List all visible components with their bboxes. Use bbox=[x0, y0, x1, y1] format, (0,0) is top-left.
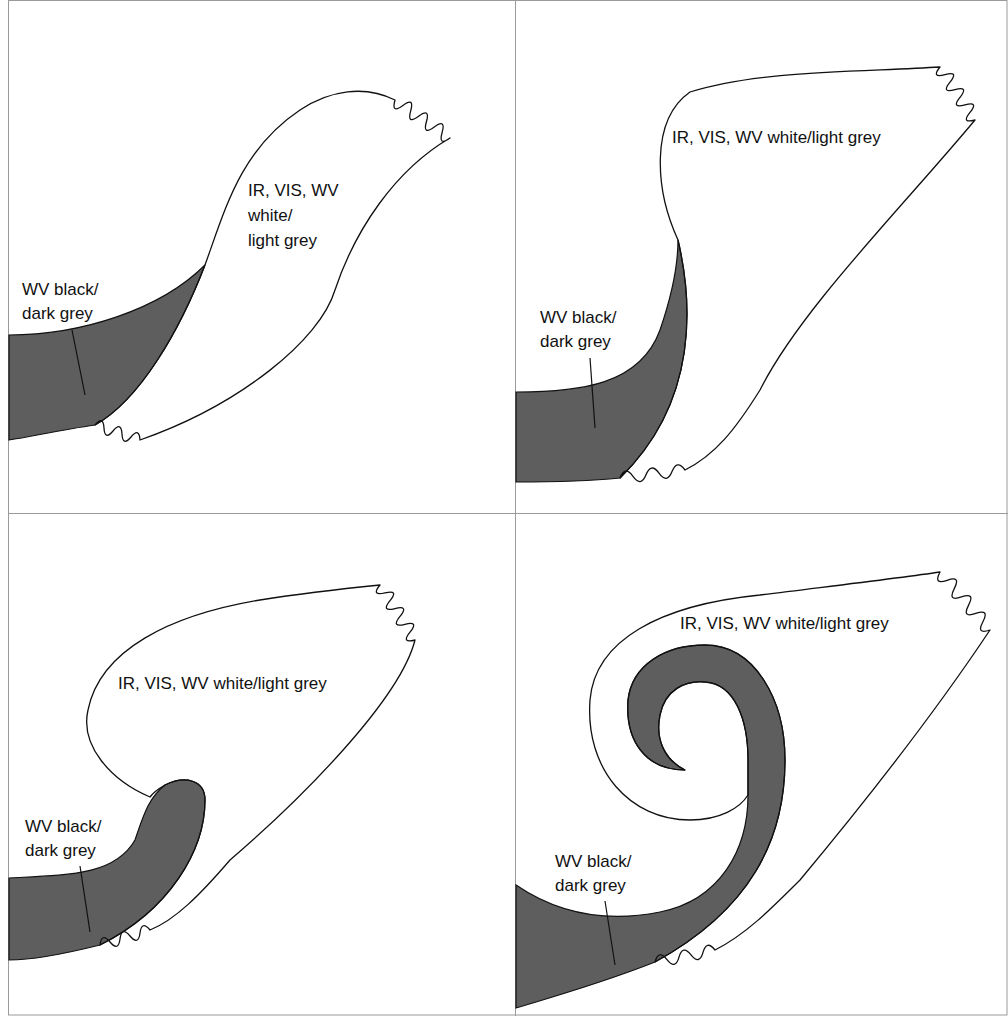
cloud-region: IR, VIS, WV white/light grey bbox=[515, 513, 1008, 1016]
band-label: WV black/ dark grey bbox=[540, 306, 617, 354]
text-line: dark grey bbox=[555, 874, 632, 898]
leader-line bbox=[72, 330, 85, 395]
label-anchor: WV black/ dark grey bbox=[25, 815, 102, 863]
dark-band bbox=[516, 645, 785, 1008]
text-line: light grey bbox=[248, 228, 339, 253]
cloud-outline bbox=[515, 0, 1008, 513]
text-line: IR, VIS, WV white/light grey bbox=[672, 128, 881, 148]
cloud-label: IR, VIS, WV white/light grey bbox=[672, 128, 881, 148]
leader-line bbox=[590, 358, 595, 428]
cloud-label: IR, VIS, WV white/ light grey bbox=[248, 178, 339, 253]
dry-intrusion-bands bbox=[9, 240, 785, 1008]
panel-frame bbox=[9, 1, 1008, 1016]
text-line: dark grey bbox=[540, 330, 617, 354]
dark-band bbox=[9, 265, 205, 440]
cloud-outline-path bbox=[590, 572, 990, 964]
cloud-outline bbox=[8, 0, 515, 513]
text-line: IR, VIS, WV white/light grey bbox=[118, 674, 327, 694]
cloud-region: IR, VIS, WV white/light grey bbox=[8, 513, 515, 1016]
panel-divider bbox=[8, 513, 1008, 514]
cloud-region: IR, VIS, WV white/light grey bbox=[515, 0, 1008, 513]
cloud-outline-path bbox=[95, 91, 450, 441]
text-line: IR, VIS, WV white/light grey bbox=[680, 614, 889, 634]
text-line: WV black/ bbox=[555, 850, 632, 874]
text-line: dark grey bbox=[25, 839, 102, 863]
dark-band bbox=[516, 240, 687, 482]
panel-grid bbox=[8, 0, 1008, 1016]
label-anchor: WV black/ dark grey bbox=[555, 850, 632, 898]
cloud-outline bbox=[8, 513, 515, 1016]
panel-divider bbox=[515, 0, 516, 1016]
cloud-region: IR, VIS, WV white/ light grey bbox=[8, 0, 515, 513]
leader-line bbox=[605, 901, 615, 965]
band-label: WV black/ dark grey bbox=[25, 815, 102, 863]
cloud-outline-path bbox=[87, 585, 415, 946]
text-line: dark grey bbox=[22, 302, 99, 326]
text-line: WV black/ bbox=[540, 306, 617, 330]
cloud-outline bbox=[515, 513, 1008, 1016]
band-label: WV black/ dark grey bbox=[555, 850, 632, 898]
text-line: WV black/ bbox=[22, 278, 99, 302]
label-anchor: WV black/ dark grey bbox=[540, 306, 617, 354]
cloud-outline-path bbox=[620, 67, 975, 482]
band-label: WV black/ dark grey bbox=[22, 278, 99, 326]
dark-band bbox=[9, 780, 205, 960]
text-line: white/ bbox=[248, 203, 339, 228]
leader-line bbox=[80, 866, 90, 932]
text-line: WV black/ bbox=[25, 815, 102, 839]
cloud-label: IR, VIS, WV white/light grey bbox=[680, 614, 889, 634]
cloud-label: IR, VIS, WV white/light grey bbox=[118, 674, 327, 694]
leader-lines bbox=[72, 330, 615, 965]
label-anchor: WV black/ dark grey bbox=[22, 278, 99, 326]
text-line: IR, VIS, WV bbox=[248, 178, 339, 203]
